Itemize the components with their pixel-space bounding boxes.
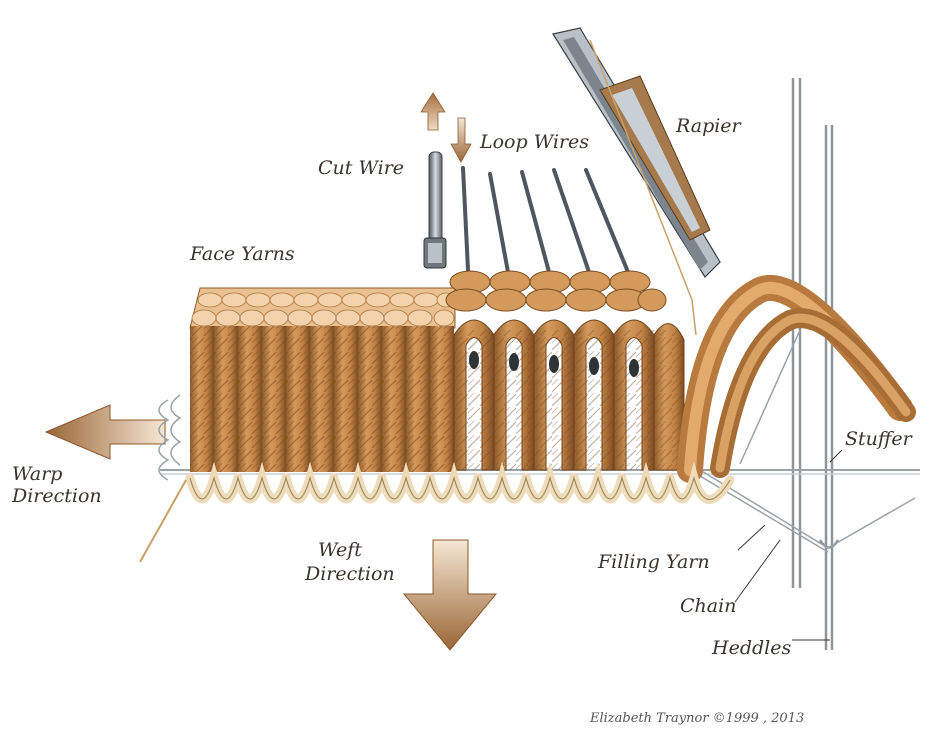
label-filling-yarn: Filling Yarn: [597, 551, 710, 573]
label-warp-direction-line2: Direction: [11, 485, 102, 507]
cut-pile-top: [189, 287, 456, 329]
weft-direction-arrow: [402, 539, 498, 651]
label-heddles: Heddles: [711, 637, 791, 659]
face-yarns-cut: [190, 326, 454, 472]
face-yarns-loop: [445, 270, 685, 471]
label-weft-direction-line1: Weft: [318, 539, 362, 561]
cut-wire: [423, 151, 447, 269]
warp-yarns-rising: [677, 274, 916, 483]
loop-wires: [461, 166, 630, 274]
rapier: [552, 27, 721, 336]
label-rapier: Rapier: [675, 115, 743, 137]
label-stuffer: Stuffer: [845, 428, 914, 450]
label-weft-direction-line2: Direction: [304, 563, 395, 585]
up-arrow: [420, 92, 446, 131]
selvage-edge: [139, 394, 187, 563]
filling-yarn-outline: [189, 475, 731, 500]
label-chain: Chain: [680, 595, 736, 617]
heddles: [784, 78, 840, 650]
label-warp-direction-line1: Warp: [12, 463, 62, 485]
label-loop-wires: Loop Wires: [479, 131, 589, 153]
artist-signature: Elizabeth Traynor ©1999 , 2013: [589, 711, 804, 726]
down-arrow: [450, 117, 472, 163]
label-cut-wire: Cut Wire: [318, 157, 404, 179]
label-face-yarns: Face Yarns: [189, 243, 295, 265]
warp-direction-arrow: [44, 404, 166, 460]
leader-lines: [734, 449, 843, 641]
